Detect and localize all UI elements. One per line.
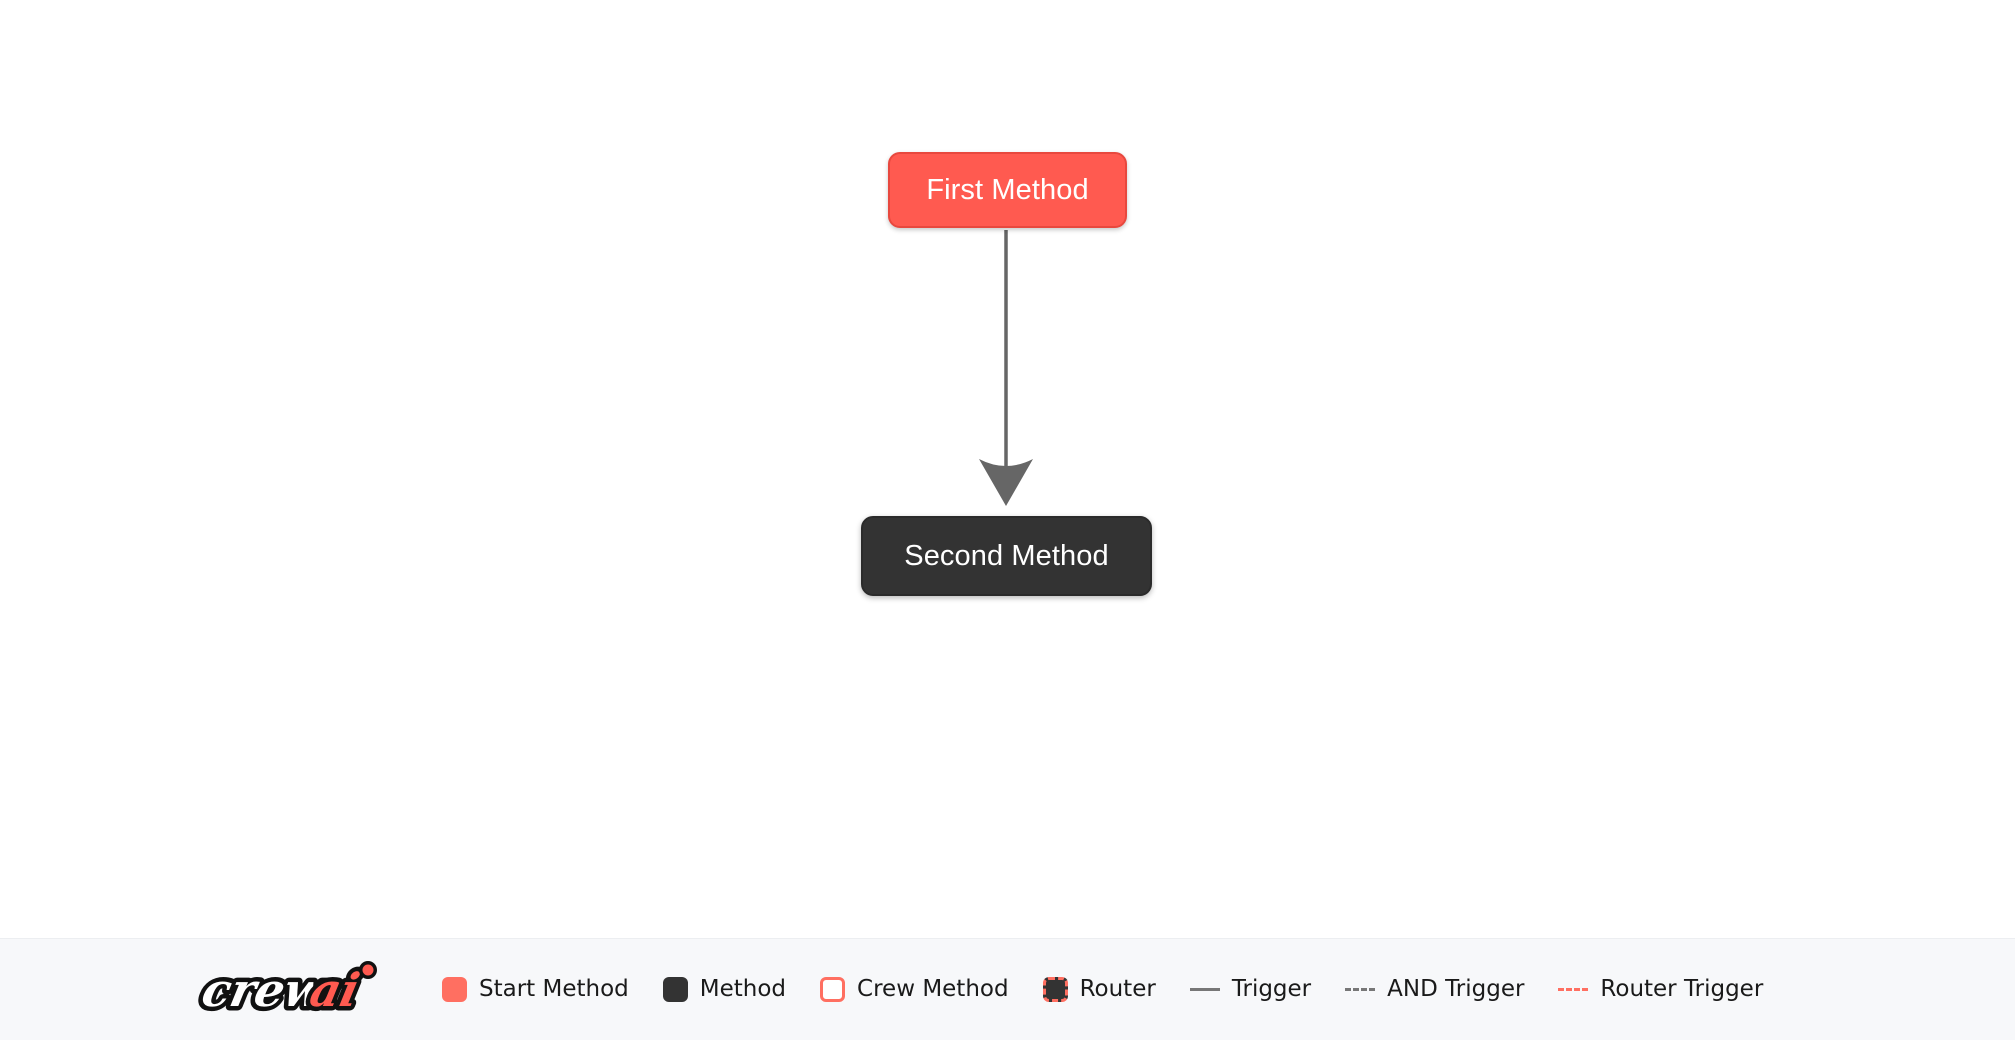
- edge-first-to-second: [979, 230, 1033, 506]
- legend-item-crew-method: Crew Method: [820, 977, 1009, 1002]
- legend-label: Crew Method: [857, 976, 1009, 1002]
- router-swatch-icon: [1042, 977, 1068, 1002]
- edge-layer: [979, 230, 1033, 506]
- logo-text-crew: crew: [197, 962, 332, 1016]
- legend-items: Start Method Method Crew Method Router T…: [442, 977, 1797, 1002]
- trigger-line-icon: [1189, 988, 1220, 991]
- legend-label: Method: [699, 976, 787, 1002]
- legend-item-router-trigger: Router Trigger: [1558, 978, 1763, 1001]
- crewai-logo: crew crew ai ai: [193, 958, 377, 1021]
- logo-dot-icon: [362, 964, 374, 975]
- node-first-method[interactable]: First Method: [888, 152, 1127, 228]
- legend-label: AND Trigger: [1387, 976, 1525, 1002]
- arrowhead-icon: [979, 459, 1033, 506]
- legend-bar: crew crew ai ai Start Method Method Crew…: [0, 938, 2015, 1040]
- legend-item-and-trigger: AND Trigger: [1345, 978, 1524, 1001]
- logo-text-ai: ai: [305, 962, 364, 1016]
- node-second-method[interactable]: Second Method: [861, 516, 1152, 596]
- legend-item-method: Method: [662, 976, 787, 1002]
- crew-method-swatch-icon: [820, 977, 846, 1002]
- legend-item-router: Router: [1042, 976, 1156, 1002]
- logo-outline-crew: crew: [197, 962, 332, 1016]
- start-method-swatch-icon: [442, 977, 467, 1002]
- legend-item-trigger: Trigger: [1189, 976, 1312, 1002]
- node-label: Second Method: [904, 539, 1109, 572]
- and-trigger-line-icon: [1345, 988, 1376, 991]
- legend-label: Trigger: [1231, 976, 1312, 1002]
- legend-item-start-method: Start Method: [442, 977, 629, 1002]
- legend-label: Start Method: [479, 976, 629, 1002]
- node-label: First Method: [926, 173, 1089, 206]
- method-swatch-icon: [662, 977, 688, 1002]
- flow-canvas[interactable]: First Method Second Method: [0, 0, 2015, 938]
- router-trigger-line-icon: [1558, 988, 1589, 991]
- legend-label: Router: [1079, 976, 1156, 1002]
- legend-label: Router Trigger: [1600, 976, 1764, 1002]
